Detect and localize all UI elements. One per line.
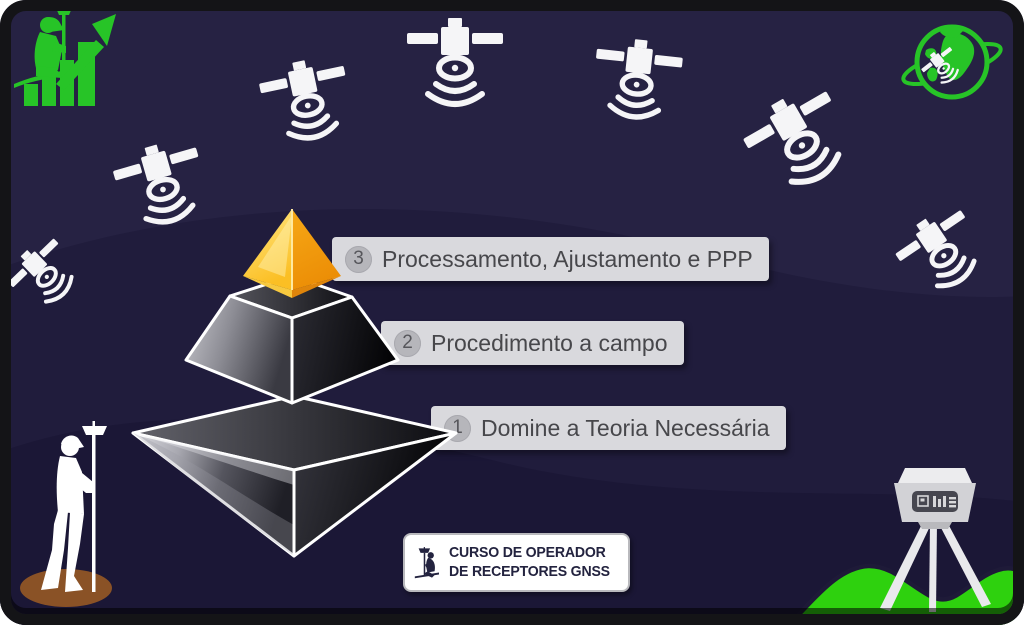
green-hills [786,563,1014,625]
pyramid-tier-3-gold [243,209,341,298]
surveyor-silhouette-icon [414,546,440,578]
course-badge: CURSO DE OPERADOR DE RECEPTORES GNSS [403,533,630,592]
surveyor-growth-chart-icon [14,8,116,106]
step-number-badge: 2 [394,329,421,357]
three-tier-pyramid-graphic [131,209,458,558]
surveyor-with-pole-silhouette [20,421,112,607]
gnss-receiver-tripod-icon [880,468,991,612]
pyramid-tier-1 [131,394,458,558]
satellite-icon [405,14,505,114]
badge-line-2: DE RECEPTORES GNSS [448,562,610,580]
badge-line-1: CURSO DE OPERADOR [448,544,606,562]
satellite-icon [254,49,361,156]
step-label-text: Domine a Teoria Necessária [481,414,770,441]
step-label-1: 1 Domine a Teoria Necessária [431,406,786,450]
step-label-3: 3 Processamento, Ajustamento e PPP [332,237,769,281]
step-label-text: Processamento, Ajustamento e PPP [382,245,753,272]
step-number-badge: 3 [345,245,372,273]
step-label-2: 2 Procedimento a campo [381,321,684,365]
satellite-icon [588,32,687,131]
step-label-text: Procedimento a campo [431,329,668,356]
satellite-orbit-globe-icon [901,24,1003,100]
